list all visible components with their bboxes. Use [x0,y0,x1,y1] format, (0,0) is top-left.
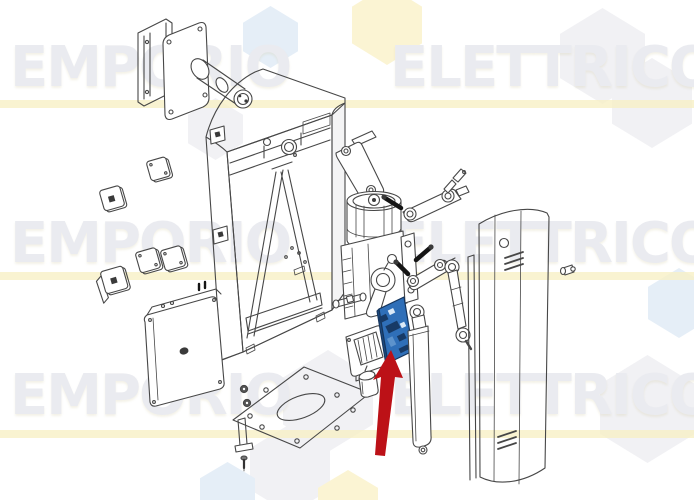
highlight-arrow [373,350,403,456]
arm-bracket-part [335,130,385,202]
lock-part [559,264,576,276]
cabinet-emblem [209,125,229,245]
control-box-part [143,280,225,407]
pin-part [443,168,467,194]
watermark-streak [0,100,694,108]
cover-cap-part [95,265,131,304]
door-panel-part [467,208,550,485]
watermark-word: ELETTRICO [390,363,694,428]
watermark-streak [0,430,694,438]
cover-cap-part [135,247,164,275]
cover-cap-part [99,185,128,213]
watermark-word: EMPORIO [10,35,292,100]
lower-lever-part [393,244,459,291]
cover-cap-part [160,245,189,273]
capacitor-part [358,365,379,398]
crank-part [365,253,398,318]
cover-cap-part [146,156,174,183]
watermark-word: ELETTRICO [390,35,694,100]
foundation-screw-part [240,455,248,472]
gas-spring-part [407,304,432,455]
base-plate-part [232,366,371,449]
rod-part [332,292,367,309]
anchor-part [234,417,254,453]
tie-rod-part [444,259,473,351]
cabinet-part [205,68,346,361]
flange-shaft-part [162,21,253,121]
